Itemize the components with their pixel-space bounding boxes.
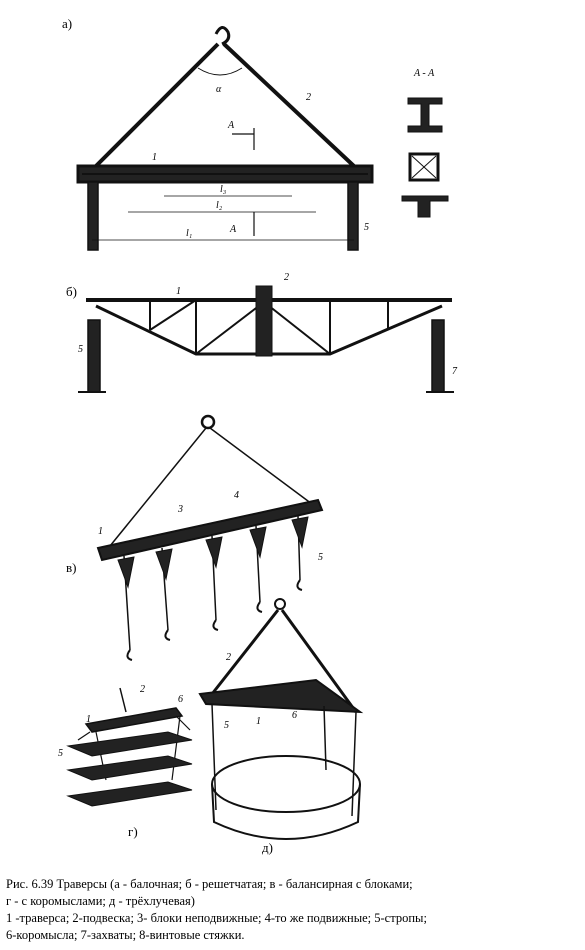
part-number-5-v: 5 bbox=[318, 552, 323, 563]
part-number-1: 1 bbox=[152, 152, 157, 163]
part-number-2-b: 2 bbox=[284, 272, 289, 283]
part-number-5: 5 bbox=[364, 222, 369, 233]
dim-label-l1: l₁ bbox=[186, 228, 192, 239]
three-beam-frame bbox=[198, 678, 364, 714]
end-hanger-right bbox=[347, 181, 359, 251]
dim-label-l2: l₂ bbox=[216, 200, 223, 211]
sling-right-v bbox=[209, 427, 313, 505]
part-number-1-d: 1 bbox=[256, 716, 261, 727]
part-number-6-g: 6 bbox=[178, 694, 183, 705]
end-hanger-left bbox=[87, 181, 99, 251]
sling-left-v bbox=[109, 427, 207, 547]
section-mark-bottom: A bbox=[229, 224, 237, 235]
sling-right bbox=[222, 42, 358, 170]
top-ring-v bbox=[200, 414, 216, 430]
lifting-hooks bbox=[126, 579, 303, 661]
part-number-2: 2 bbox=[306, 92, 311, 103]
angle-label: α bbox=[216, 84, 222, 95]
sling-left bbox=[92, 42, 220, 170]
part-number-5-d: 5 bbox=[224, 720, 229, 731]
section-box-diag-2 bbox=[411, 155, 437, 179]
section-box bbox=[408, 152, 440, 182]
round-tank-top bbox=[211, 755, 361, 813]
truss-hanger-left bbox=[87, 319, 101, 393]
round-tank-body bbox=[211, 783, 361, 840]
pulley-blocks bbox=[117, 516, 309, 589]
part-number-6-d: 6 bbox=[292, 710, 297, 721]
part-number-1-v: 1 bbox=[98, 526, 103, 537]
part-number-1-g: 1 bbox=[86, 714, 91, 725]
part-number-7-b: 7 bbox=[452, 366, 458, 377]
panel-label-b: б) bbox=[66, 284, 77, 299]
section-i-beam bbox=[407, 97, 443, 133]
panel-b-lattice-traverse: б) 1 2 5 7 bbox=[66, 272, 458, 393]
part-number-5-b: 5 bbox=[78, 344, 83, 355]
part-number-2-d: 2 bbox=[226, 652, 231, 663]
caption-line-2: г - с коромыслами; д - трёхлучевая) bbox=[6, 894, 195, 908]
part-number-2-g: 2 bbox=[140, 684, 145, 695]
hook-rope-g bbox=[119, 687, 127, 713]
stacked-panels-g bbox=[66, 731, 193, 807]
caption-line-3: 1 -траверса; 2-подвеска; 3- блоки неподв… bbox=[6, 911, 427, 925]
top-ring-d bbox=[274, 598, 286, 610]
panel-v-balancing-traverse: в) 1 3 4 5 bbox=[66, 414, 324, 661]
sling-left-d bbox=[210, 609, 280, 695]
rocker-traverse-g bbox=[84, 707, 184, 733]
section-mark-top: A bbox=[227, 120, 235, 131]
angle-arc bbox=[197, 67, 243, 76]
panel-a-beam-traverse: а) α 2 A 1 5 l₃ l₂ l₁ A A - A bbox=[62, 16, 449, 251]
panel-d-three-beam-traverse: д) 2 1 6 5 bbox=[198, 598, 364, 855]
section-title: A - A bbox=[413, 68, 435, 79]
part-number-1-b: 1 bbox=[176, 286, 181, 297]
panel-label-a: а) bbox=[62, 16, 72, 31]
vertical-slings-d bbox=[211, 703, 357, 817]
truss-web bbox=[149, 299, 389, 355]
top-hook bbox=[214, 26, 231, 46]
truss-hanger-right bbox=[431, 319, 445, 393]
pulley-ropes bbox=[123, 515, 301, 651]
panel-g-rocker-traverse: г) 2 1 6 5 bbox=[58, 684, 193, 839]
dim-label-l3: l₃ bbox=[220, 184, 227, 195]
balancing-beam bbox=[96, 498, 324, 562]
caption-line-1: Рис. 6.39 Траверсы (а - балочная; б - ре… bbox=[6, 877, 413, 891]
panel-label-v: в) bbox=[66, 560, 76, 575]
panel-label-d: д) bbox=[262, 840, 273, 855]
part-number-3-v: 3 bbox=[177, 504, 183, 515]
section-t-profile bbox=[401, 195, 449, 218]
part-number-4-v: 4 bbox=[234, 490, 239, 501]
caption-line-4: 6-коромысла; 7-захваты; 8-винтовые стяжк… bbox=[6, 928, 245, 942]
sling-right-d bbox=[280, 609, 358, 713]
truss-center-post bbox=[255, 285, 273, 357]
slings-g bbox=[77, 715, 191, 781]
figure-caption: Рис. 6.39 Траверсы (а - балочная; б - ре… bbox=[6, 876, 581, 944]
part-number-5-g: 5 bbox=[58, 748, 63, 759]
panel-label-g: г) bbox=[128, 824, 138, 839]
